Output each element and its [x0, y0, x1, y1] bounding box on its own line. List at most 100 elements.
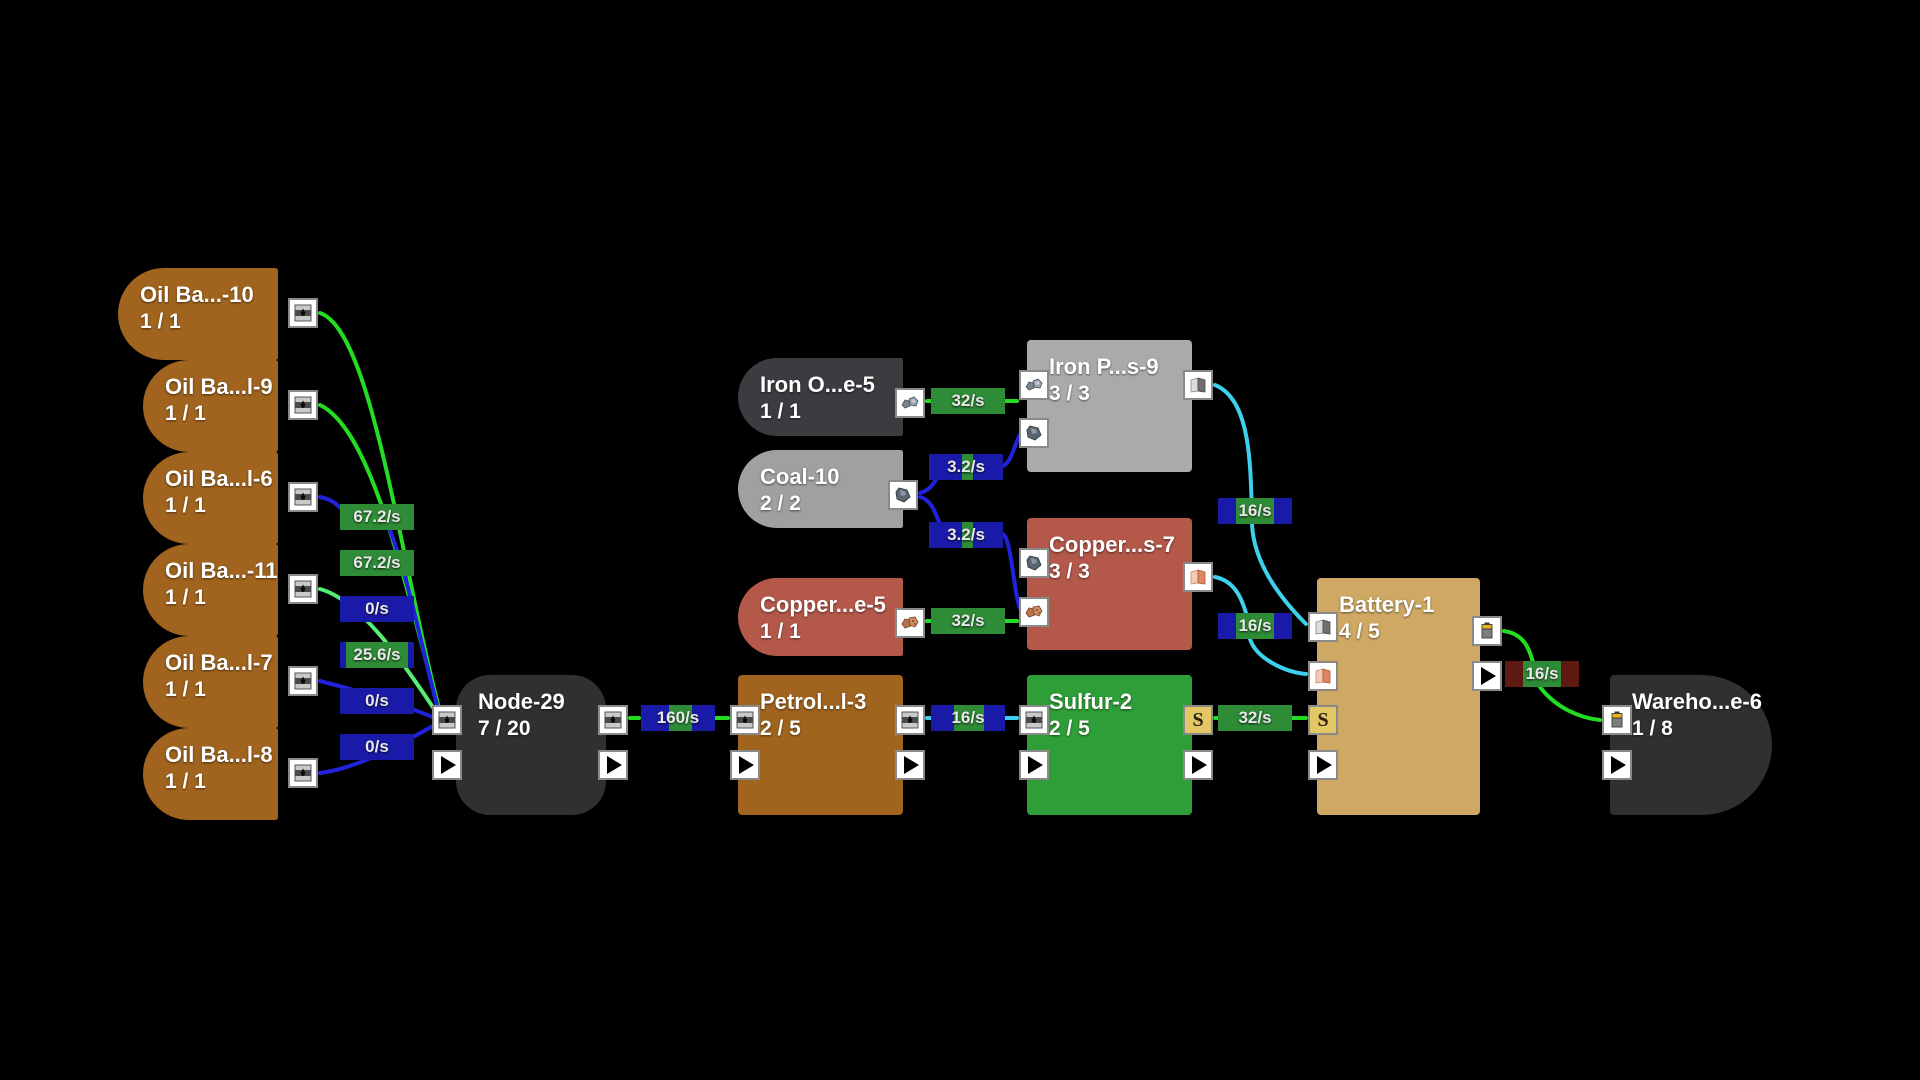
rate-bar-bar-32sul[interactable]: 32/s: [1218, 705, 1292, 731]
node-count: 3 / 3: [1049, 382, 1090, 405]
rate-bar-label: 0/s: [365, 691, 389, 710]
rate-bar-fill: [1218, 705, 1292, 731]
port-p-bat-in3[interactable]: S: [1308, 705, 1338, 735]
port-p-sulfur-play[interactable]: [1019, 750, 1049, 780]
node-count: 4 / 5: [1339, 620, 1380, 643]
port-p-oil9-out[interactable]: [288, 390, 318, 420]
rate-bar-label: 16/s: [1525, 664, 1559, 683]
port-p-copper7-in1[interactable]: [1019, 548, 1049, 578]
rate-bar-label: 16/s: [1238, 501, 1272, 520]
port-p-bat-in2[interactable]: [1308, 661, 1338, 691]
port-p-sulfur-play2[interactable]: [1183, 750, 1213, 780]
node-title: Copper...e-5: [760, 592, 886, 617]
play-icon: [1025, 756, 1043, 774]
rate-bar-bar-256[interactable]: 25.6/s: [340, 642, 414, 668]
rate-bar-bar-672a[interactable]: 67.2/s: [340, 504, 414, 530]
copper-ore-icon: [1023, 601, 1045, 623]
rate-bar-label: 32/s: [951, 611, 985, 630]
port-p-ironpl-out[interactable]: [1183, 370, 1213, 400]
port-p-node29-out[interactable]: [598, 705, 628, 735]
port-p-bat-play[interactable]: [1308, 750, 1338, 780]
rate-bar-bar-32cop[interactable]: 32/s: [931, 608, 1005, 634]
rate-bar-bar-16cop[interactable]: 16/s: [1218, 613, 1292, 639]
rate-bar-label: 0/s: [365, 737, 389, 756]
rate-bar-bar-0a[interactable]: 0/s: [340, 596, 414, 622]
port-p-wareh-in[interactable]: [1602, 705, 1632, 735]
rate-bar-bar-32a[interactable]: 3.2/s: [929, 454, 1003, 480]
port-p-oil7-out[interactable]: [288, 666, 318, 696]
rate-bar-bar-32iron[interactable]: 32/s: [931, 388, 1005, 414]
oil-barrel-icon: [292, 578, 314, 600]
port-p-bat-in1[interactable]: [1308, 612, 1338, 642]
node-title: Node-29: [478, 689, 565, 714]
rate-bar-fill: [931, 608, 1005, 634]
port-p-ironore-out[interactable]: [895, 388, 925, 418]
port-p-sulfur-out[interactable]: S: [1183, 705, 1213, 735]
port-p-petrol-out[interactable]: [895, 705, 925, 735]
oil-barrel-icon: [436, 709, 458, 731]
rate-bar-bar-16iron[interactable]: 16/s: [1218, 498, 1292, 524]
port-p-petrol-play2[interactable]: [895, 750, 925, 780]
oil-barrel-icon: [292, 762, 314, 784]
rate-bar-fill: [954, 705, 984, 731]
rate-bar-bar-160[interactable]: 160/s: [641, 705, 715, 731]
port-p-node29-in[interactable]: [432, 705, 462, 735]
port-p-sulfur-in[interactable]: [1019, 705, 1049, 735]
rate-bar-label: 3.2/s: [947, 457, 985, 476]
node-title: Oil Ba...l-8: [165, 742, 273, 767]
port-p-petrol-play[interactable]: [730, 750, 760, 780]
battery-icon: [1476, 620, 1498, 642]
oil-barrel-icon: [734, 709, 756, 731]
rate-bar-bar-0b[interactable]: 0/s: [340, 688, 414, 714]
port-p-copper7-out[interactable]: [1183, 562, 1213, 592]
node-count: 1 / 1: [760, 400, 801, 423]
rate-bar-bar-672b[interactable]: 67.2/s: [340, 550, 414, 576]
iron-plate-icon: [1312, 616, 1334, 638]
port-p-node29-play[interactable]: [432, 750, 462, 780]
port-p-copore-out[interactable]: [895, 608, 925, 638]
rate-bar-bar-0c[interactable]: 0/s: [340, 734, 414, 760]
oil-barrel-icon: [292, 394, 314, 416]
port-p-ironpl-in1[interactable]: [1019, 370, 1049, 400]
port-p-petrol-in[interactable]: [730, 705, 760, 735]
rate-bar-label: 67.2/s: [353, 507, 401, 526]
node-title: Iron P...s-9: [1049, 354, 1159, 379]
rate-bar-fill: [962, 454, 973, 480]
port-p-oil8-out[interactable]: [288, 758, 318, 788]
port-p-oil6-out[interactable]: [288, 482, 318, 512]
rate-bar-bar-32b[interactable]: 3.2/s: [929, 522, 1003, 548]
oil-barrel-icon: [899, 709, 921, 731]
edge-e-bat16b-in: [1248, 637, 1308, 676]
port-p-oil11-out[interactable]: [288, 574, 318, 604]
node-title: Oil Ba...l-9: [165, 374, 273, 399]
port-p-oil10-out[interactable]: [288, 298, 318, 328]
rate-bar-label: 67.2/s: [353, 553, 401, 572]
rate-bar-bar-16sul[interactable]: 16/s: [931, 705, 1005, 731]
rate-bar-fill: [962, 522, 973, 548]
port-p-wareh-play[interactable]: [1602, 750, 1632, 780]
port-p-bat-out[interactable]: [1472, 616, 1502, 646]
port-p-bat-play2[interactable]: [1472, 661, 1502, 691]
port-p-copper7-in2[interactable]: [1019, 597, 1049, 627]
port-p-node29-play2[interactable]: [598, 750, 628, 780]
node-ironpl9[interactable]: Iron P...s-9 3 / 3: [1027, 340, 1192, 472]
port-p-ironpl-in2[interactable]: [1019, 418, 1049, 448]
port-p-coal-out[interactable]: [888, 480, 918, 510]
rate-bar-bar-16bat[interactable]: 16/s: [1505, 661, 1579, 687]
